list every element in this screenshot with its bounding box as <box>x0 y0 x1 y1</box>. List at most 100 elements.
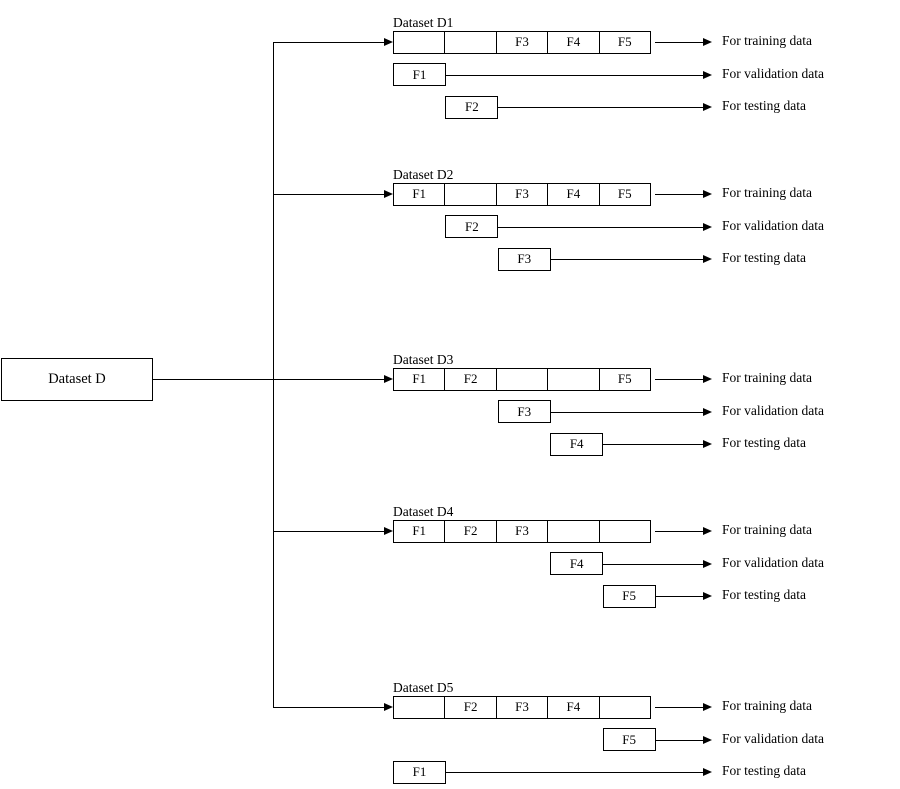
validation-output-3-arrow-icon <box>703 407 712 416</box>
testing-box-3: F4 <box>550 432 604 456</box>
training-output-2-connector-line <box>655 194 703 195</box>
validation-box-1: F1 <box>393 63 446 87</box>
testing-output-4-arrow-icon <box>703 592 712 601</box>
group-title-3: Dataset D3 <box>393 352 454 367</box>
training-cell-2-3: F3 <box>495 182 549 206</box>
training-cell-2-5: F5 <box>598 182 651 206</box>
training-cell-5-2: F2 <box>444 695 497 719</box>
training-cell-1-2 <box>444 30 497 54</box>
validation-box-5: F5 <box>602 728 656 752</box>
training-output-3-connector-line <box>655 379 703 380</box>
training-cell-4-4 <box>547 519 600 543</box>
group-title-4: Dataset D4 <box>393 504 454 519</box>
root-connector-line <box>153 379 274 380</box>
training-cell-3-3 <box>495 367 549 391</box>
branch-line-1 <box>273 42 386 43</box>
validation-output-4-connector-line <box>603 563 703 565</box>
training-output-3-arrow-icon <box>703 375 712 383</box>
testing-output-3-label: For testing data <box>722 435 806 451</box>
training-output-5-arrow-icon <box>703 703 712 711</box>
training-output-4-label: For training data <box>722 522 812 537</box>
training-cell-3-2: F2 <box>444 367 497 391</box>
training-cell-3-1: F1 <box>393 367 446 391</box>
branch-arrow-icon-4 <box>384 527 393 535</box>
testing-output-5-connector-line <box>446 772 703 774</box>
training-output-1-connector-line <box>655 42 703 43</box>
training-cell-5-3: F3 <box>495 695 549 719</box>
validation-output-5-arrow-icon <box>703 735 712 744</box>
testing-box-2: F3 <box>497 247 551 271</box>
branch-line-4 <box>273 531 386 532</box>
training-cell-1-4: F4 <box>547 30 600 54</box>
training-output-1-label: For training data <box>722 33 812 48</box>
testing-box-5: F1 <box>393 760 446 784</box>
testing-output-1-arrow-icon <box>703 103 712 112</box>
group-title-2: Dataset D2 <box>393 167 454 182</box>
training-cell-4-3: F3 <box>495 519 549 543</box>
training-cell-2-2 <box>444 182 497 206</box>
trunk-line <box>273 42 274 707</box>
training-output-4-connector-line <box>655 531 703 532</box>
validation-output-1-label: For validation data <box>722 65 824 81</box>
testing-output-3-connector-line <box>603 444 703 446</box>
branch-arrow-icon-3 <box>384 375 393 383</box>
validation-output-2-arrow-icon <box>703 222 712 231</box>
validation-output-2-label: For validation data <box>722 217 824 233</box>
validation-output-4-label: For validation data <box>722 554 824 570</box>
branch-line-5 <box>273 707 386 708</box>
testing-output-4-label: For testing data <box>722 587 806 603</box>
testing-output-1-connector-line <box>498 107 703 109</box>
training-cell-5-5 <box>598 695 651 719</box>
validation-output-4-arrow-icon <box>703 559 712 568</box>
root-node-dataset-d: Dataset D <box>1 358 153 401</box>
root-node-label: Dataset D <box>48 371 106 387</box>
training-output-5-label: For training data <box>722 698 812 713</box>
validation-output-5-connector-line <box>655 739 703 741</box>
testing-box-4: F5 <box>602 584 656 608</box>
training-output-2-label: For training data <box>722 185 812 200</box>
validation-box-3: F3 <box>497 400 551 424</box>
testing-output-1-label: For testing data <box>722 98 806 114</box>
testing-output-2-arrow-icon <box>703 255 712 264</box>
validation-output-5-label: For validation data <box>722 730 824 746</box>
validation-output-3-label: For validation data <box>722 402 824 418</box>
training-cell-5-4: F4 <box>547 695 600 719</box>
validation-box-4: F4 <box>550 552 604 576</box>
training-output-2-arrow-icon <box>703 190 712 198</box>
testing-output-4-connector-line <box>655 596 703 598</box>
training-cell-3-5: F5 <box>598 367 651 391</box>
training-cell-1-5: F5 <box>598 30 651 54</box>
training-cell-3-4 <box>547 367 600 391</box>
training-cell-5-1 <box>393 695 446 719</box>
training-cell-1-1 <box>393 30 446 54</box>
validation-output-1-arrow-icon <box>703 70 712 79</box>
validation-box-2: F2 <box>445 215 499 239</box>
training-output-4-arrow-icon <box>703 527 712 535</box>
group-title-5: Dataset D5 <box>393 680 454 695</box>
branch-arrow-icon-1 <box>384 38 393 46</box>
testing-output-5-label: For testing data <box>722 763 806 779</box>
testing-output-5-arrow-icon <box>703 768 712 777</box>
training-cell-1-3: F3 <box>495 30 549 54</box>
training-cell-4-2: F2 <box>444 519 497 543</box>
testing-output-2-label: For testing data <box>722 250 806 266</box>
training-output-3-label: For training data <box>722 370 812 385</box>
training-cell-4-1: F1 <box>393 519 446 543</box>
testing-box-1: F2 <box>445 95 499 119</box>
testing-output-3-arrow-icon <box>703 440 712 449</box>
branch-arrow-icon-5 <box>384 703 393 711</box>
branch-line-3 <box>273 379 386 380</box>
training-output-5-connector-line <box>655 707 703 708</box>
training-cell-2-1: F1 <box>393 182 446 206</box>
training-output-1-arrow-icon <box>703 38 712 46</box>
training-cell-2-4: F4 <box>547 182 600 206</box>
validation-output-1-connector-line <box>446 74 703 76</box>
branch-line-2 <box>273 194 386 195</box>
group-title-1: Dataset D1 <box>393 15 454 30</box>
